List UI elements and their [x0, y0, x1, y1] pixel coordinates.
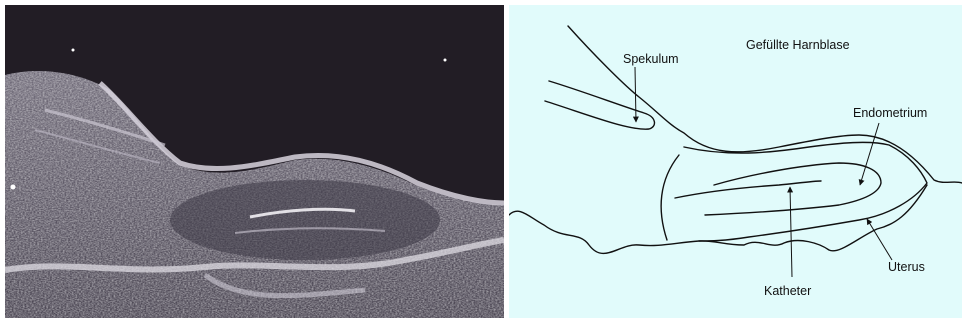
diagram-svg: Gefüllte Harnblase Spekulum Endometrium … [509, 5, 962, 318]
schematic-diagram: Gefüllte Harnblase Spekulum Endometrium … [509, 5, 962, 318]
catheter-arrow [790, 187, 792, 277]
label-bladder: Gefüllte Harnblase [746, 38, 850, 52]
label-catheter: Katheter [764, 284, 811, 298]
endometrium-arrow [860, 123, 879, 185]
speculum [545, 81, 654, 129]
label-speculum: Spekulum [623, 52, 679, 66]
uterus-contour [684, 142, 927, 241]
label-endometrium: Endometrium [853, 106, 927, 120]
uterus-echo [170, 180, 440, 260]
ultrasound-image [5, 5, 504, 318]
ultrasound-scan [5, 5, 504, 318]
label-uterus: Uterus [888, 260, 925, 274]
speculum-arrow [635, 67, 636, 122]
